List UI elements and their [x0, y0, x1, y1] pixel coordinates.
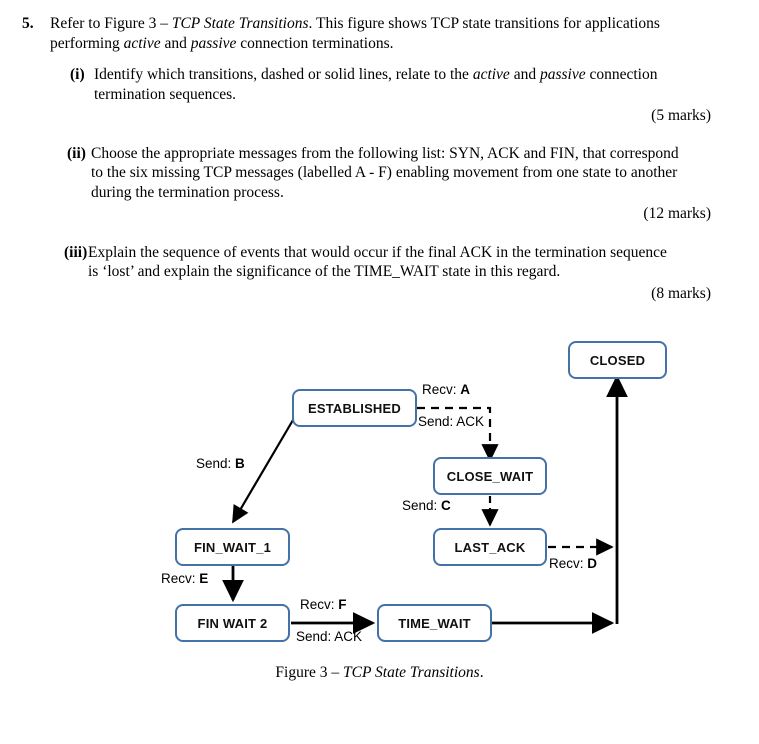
edge-label-recv-f: Recv: F: [300, 597, 347, 612]
edge-label-recv-a-prefix: Recv:: [422, 382, 461, 397]
edge-label-send-c: Send: C: [402, 498, 451, 513]
edge-label-send-b-value: B: [235, 456, 245, 471]
question-block: 5. Refer to Figure 3 – TCP State Transit…: [0, 0, 759, 303]
edge-label-recv-e: Recv: E: [161, 571, 208, 586]
subq-i-text-3: connection termination sequences.: [94, 66, 658, 103]
edge-label-send-c-prefix: Send:: [402, 498, 442, 513]
subq-i-text-1: Identify which transitions, dashed or so…: [94, 66, 473, 83]
edge-established-to-fin-wait-1: [232, 419, 294, 524]
subquestion-ii-marks: (12 marks): [643, 205, 711, 222]
state-box-fin-wait-1[interactable]: FIN_WAIT_1: [175, 528, 290, 566]
subquestion-ii-text: Choose the appropriate messages from the…: [91, 144, 679, 201]
edge-label-send-b-prefix: Send:: [196, 456, 236, 471]
diagram-edges-layer: [222, 374, 628, 634]
state-box-established[interactable]: ESTABLISHED: [292, 389, 417, 427]
question-number: 5.: [22, 15, 34, 32]
stem-italic-figure-title: TCP State Transitions: [171, 15, 309, 32]
subquestion-iii: (iii) Explain the sequence of events tha…: [44, 243, 759, 282]
edge-label-recv-e-prefix: Recv:: [161, 571, 200, 586]
edge-label-recv-d-prefix: Recv:: [549, 556, 588, 571]
state-box-last-ack[interactable]: LAST_ACK: [433, 528, 547, 566]
stem-text-1: Refer to Figure 3 –: [50, 15, 172, 32]
subquestion-iii-marks: (8 marks): [651, 284, 711, 302]
figure-caption: Figure 3 – TCP State Transitions.: [0, 664, 759, 682]
stem-text-3: and: [160, 34, 191, 52]
edge-label-recv-a-value: A: [460, 382, 471, 397]
subq-i-italic-active: active: [472, 66, 510, 83]
stem-italic-active: active: [123, 34, 161, 52]
state-box-time-wait[interactable]: TIME_WAIT: [377, 604, 492, 642]
subquestion-iii-text: Explain the sequence of events that woul…: [88, 243, 667, 281]
subquestion-iii-label: (iii): [64, 243, 88, 261]
edge-label-send-b: Send: B: [196, 456, 245, 471]
stem-text-4: connection terminations.: [236, 34, 394, 52]
subquestion-i-marks: (5 marks): [651, 107, 711, 124]
state-box-closed[interactable]: CLOSED: [568, 341, 667, 379]
edge-established-to-close-wait: [417, 406, 499, 462]
subquestion-i-label: (i): [70, 66, 85, 83]
question-stem: Refer to Figure 3 – TCP State Transition…: [50, 14, 695, 53]
edge-label-recv-a: Recv: A: [422, 382, 470, 397]
figure-caption-title: TCP State Transitions: [343, 664, 480, 681]
subq-i-text-2: and: [509, 66, 540, 83]
subquestion-i-text: Identify which transitions, dashed or so…: [94, 65, 684, 104]
subquestion-ii: (ii) Choose the appropriate messages fro…: [47, 144, 759, 203]
edge-label-recv-d-value: D: [587, 556, 598, 571]
tcp-state-diagram: CLOSED ESTABLISHED CLOSE_WAIT LAST_ACK F…: [0, 332, 759, 662]
figure-caption-prefix: Figure 3 –: [275, 664, 344, 681]
state-box-fin-wait-2[interactable]: FIN WAIT 2: [175, 604, 290, 642]
state-box-close-wait[interactable]: CLOSE_WAIT: [433, 457, 547, 495]
stem-italic-passive: passive: [190, 34, 237, 52]
figure-caption-suffix: .: [479, 664, 484, 681]
edge-label-recv-f-prefix: Recv:: [300, 597, 339, 612]
edge-label-recv-d: Recv: D: [549, 556, 597, 571]
edge-label-recv-f-value: F: [338, 597, 347, 612]
edge-label-send-ack-bottom: Send: ACK: [296, 629, 363, 644]
figure-3: CLOSED ESTABLISHED CLOSE_WAIT LAST_ACK F…: [0, 332, 759, 692]
edge-label-send-c-value: C: [441, 498, 451, 513]
subquestion-ii-label: (ii): [67, 144, 86, 162]
subquestion-i: (i) Identify which transitions, dashed o…: [50, 65, 759, 104]
subq-i-italic-passive: passive: [539, 66, 586, 83]
edge-label-recv-e-value: E: [199, 571, 209, 586]
stem-text-2: . This figure shows TCP state transition…: [50, 15, 660, 52]
question-stem-row: 5. Refer to Figure 3 – TCP State Transit…: [0, 14, 759, 53]
edge-label-send-ack-top: Send: ACK: [418, 414, 485, 429]
